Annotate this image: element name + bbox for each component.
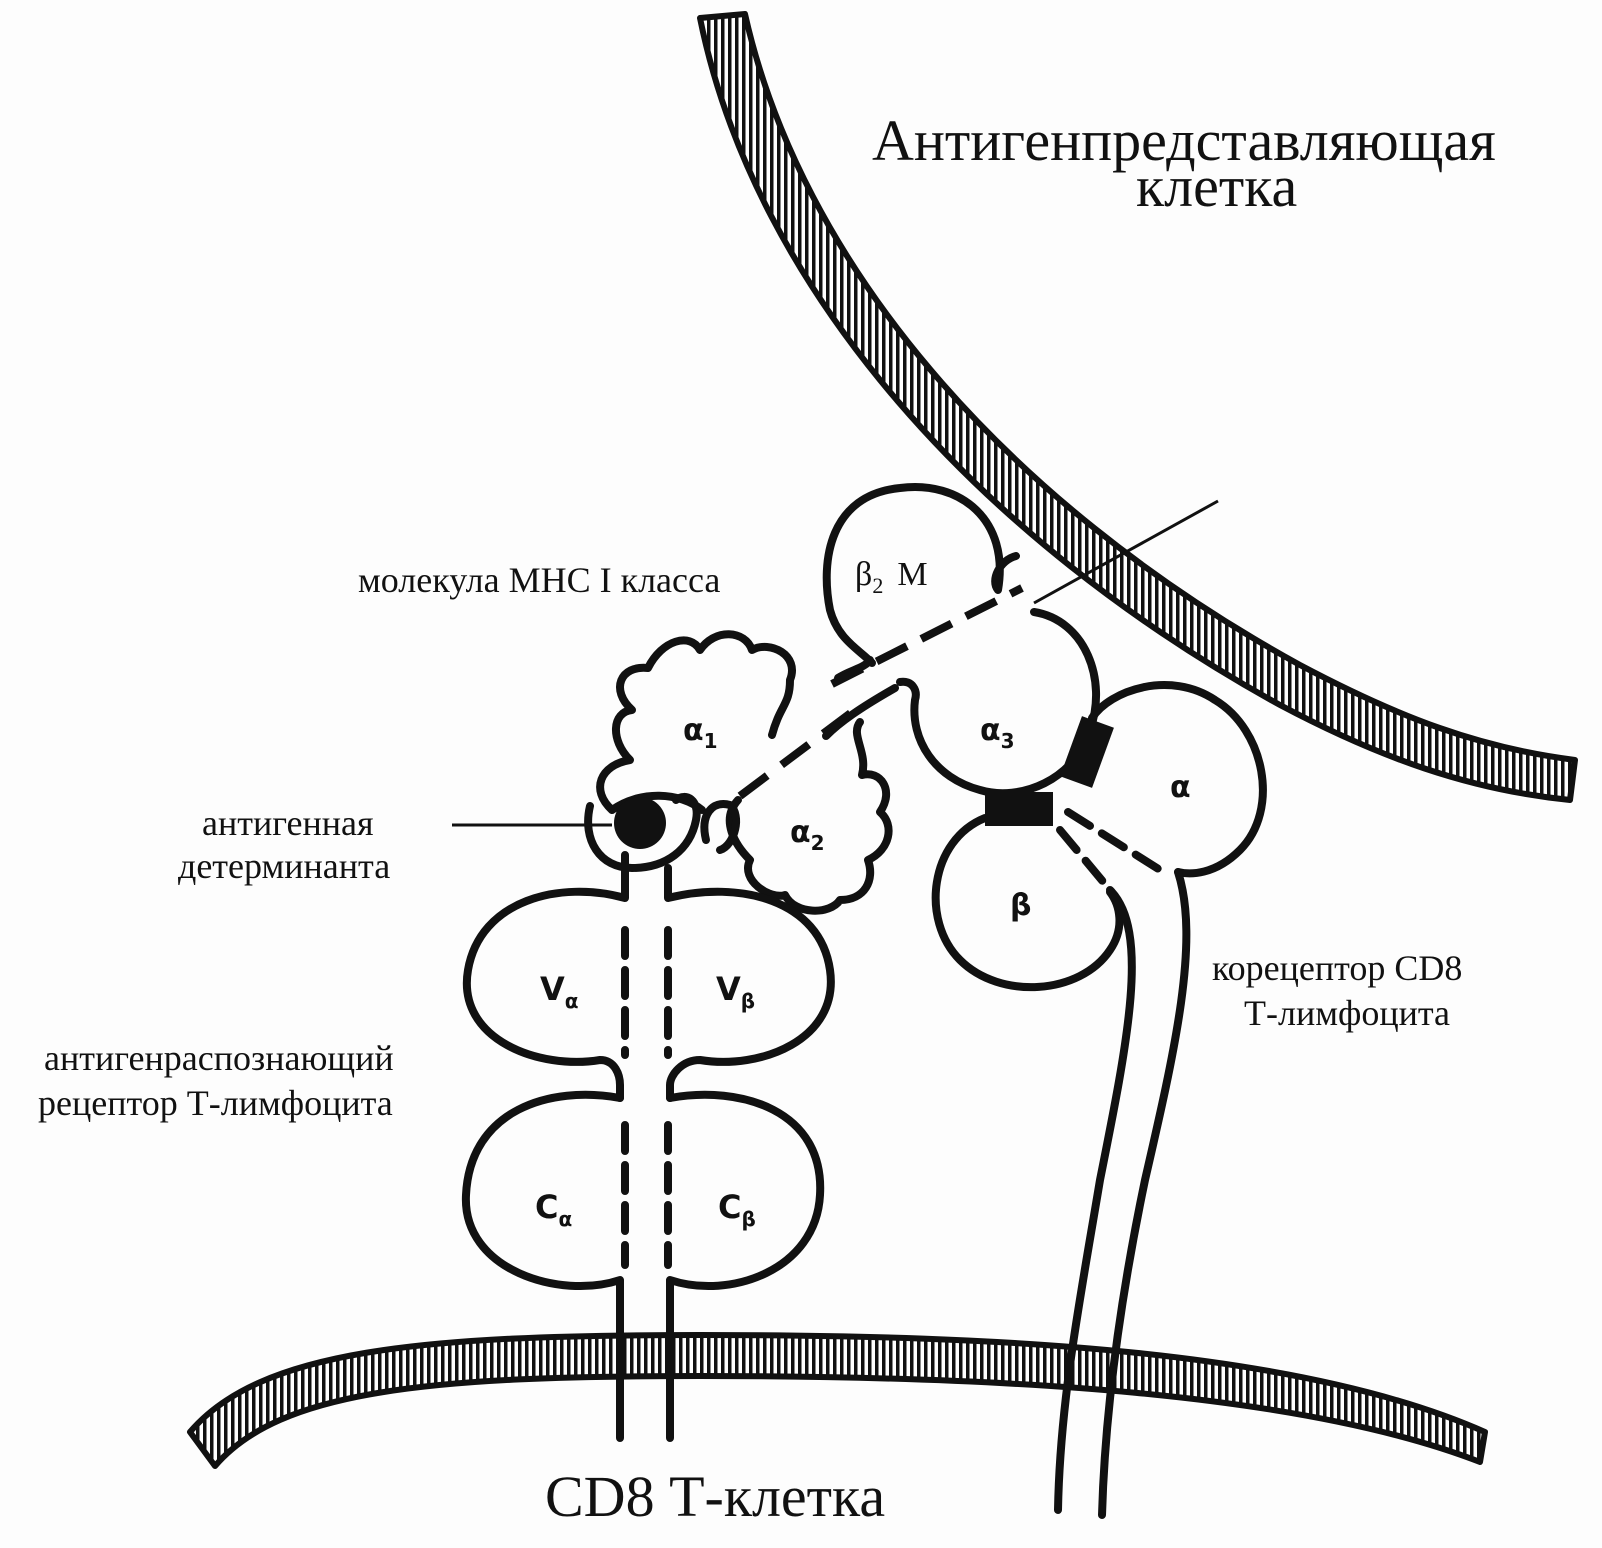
tcr-label-line1: антигенраспознающий — [44, 1038, 394, 1078]
v-alpha-label: Vα — [540, 970, 579, 1013]
c-beta-domain — [666, 1090, 825, 1442]
cd8-label-line1: корецептор CD8 — [1212, 948, 1463, 988]
alpha2-label: α2 — [790, 815, 825, 855]
alpha2-domain — [725, 718, 893, 915]
c-alpha-label: Cα — [535, 1188, 572, 1231]
antigen-label-line1: антигенная — [202, 803, 374, 843]
cd8-beta-contact — [985, 792, 1053, 826]
cd8-coreceptor — [931, 681, 1267, 1519]
b2m-link-dashed — [830, 584, 1024, 688]
cd8-alpha-domain — [1088, 681, 1267, 878]
cd8-alpha-contact — [1060, 716, 1114, 788]
mhc-molecule-label: молекула МНС I класса — [358, 560, 721, 600]
cd8-dashed-2 — [1056, 826, 1114, 894]
antigen-label-line2: детерминанта — [178, 846, 391, 886]
apc-title-line2: клетка — [1136, 154, 1298, 219]
c-alpha-domain — [461, 1090, 624, 1442]
antigen-groove — [584, 792, 701, 873]
cd8-stalk-left — [1054, 886, 1136, 1514]
tcr-label-line2: рецептор Т-лимфоцита — [38, 1083, 393, 1123]
apc-pointer-line — [1033, 499, 1219, 605]
v-beta-label: Vβ — [716, 970, 755, 1013]
cd8-beta-label: β — [1010, 888, 1031, 923]
apc-membrane — [697, 11, 1578, 803]
cd8-label-line2: Т-лимфоцита — [1244, 993, 1450, 1033]
alpha1-label: α1 — [683, 713, 718, 753]
tcell-membrane — [187, 1332, 1488, 1469]
cd8-dashed-1 — [1064, 808, 1164, 874]
cd8-alpha-label: α — [1170, 770, 1191, 805]
c-beta-label: Cβ — [718, 1188, 756, 1231]
cd8-stalk-right — [1098, 868, 1191, 1519]
alpha3-label: α3 — [980, 713, 1015, 753]
antigen-determinant — [614, 797, 666, 849]
v-beta-domain — [664, 864, 835, 1102]
apc-title-line1: Антигенпредставляющая — [872, 108, 1496, 173]
cd8-beta-domain — [931, 814, 1124, 992]
v-alpha-domain — [462, 851, 629, 1102]
tcr-receptor — [461, 851, 835, 1442]
tcell-title: CD8 Т-клетка — [545, 1464, 886, 1529]
